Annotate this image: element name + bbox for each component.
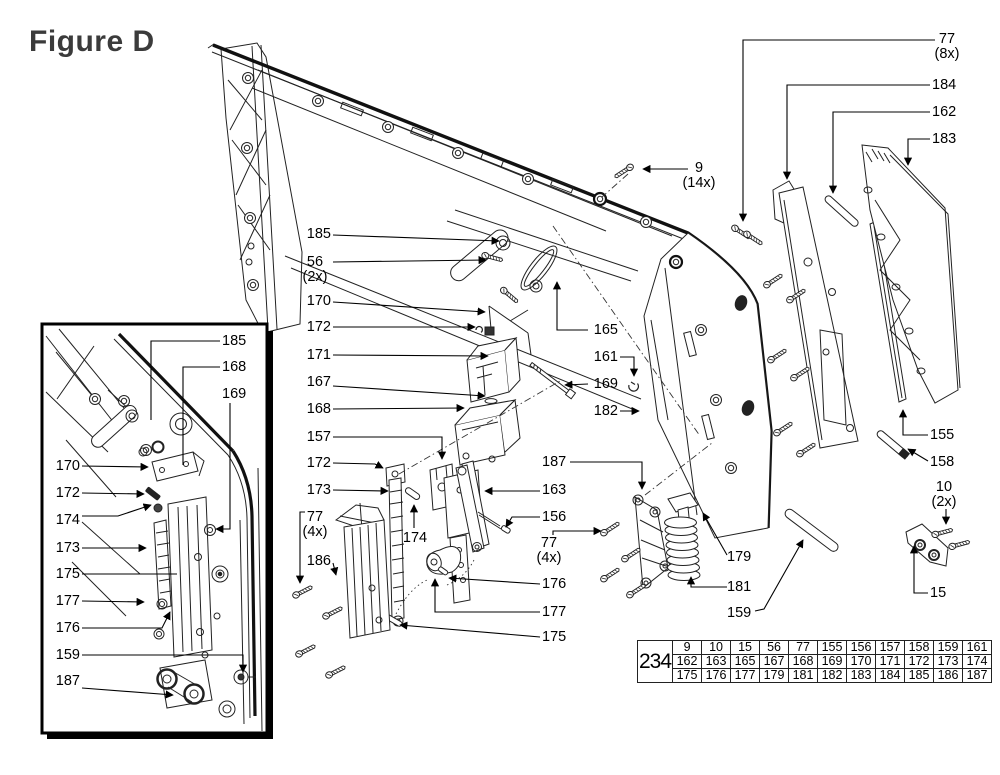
wire-170-part: [475, 305, 532, 356]
callout-182: 182: [593, 403, 618, 419]
construction-lines: [393, 173, 713, 619]
callout-171: 171: [306, 347, 331, 363]
inset-box: [40, 322, 273, 739]
callout-77-8x: 77(8x): [934, 31, 960, 62]
rod-162-part: [824, 195, 859, 227]
callout-172a: 172: [306, 319, 331, 335]
inset-callout-175: 175: [55, 566, 80, 582]
callout-159: 159: [727, 605, 752, 621]
callout-168: 168: [306, 401, 331, 417]
callout-172b: 172: [306, 455, 331, 471]
callout-161: 161: [593, 349, 618, 365]
callout-169: 169: [593, 376, 618, 392]
screw-56b: [498, 285, 521, 305]
callout-155: 155: [930, 427, 955, 443]
inset-callout-177: 177: [55, 593, 80, 609]
inset-callout-169: 169: [222, 386, 247, 402]
callout-162: 162: [932, 104, 957, 120]
callout-177: 177: [542, 604, 567, 620]
callout-163: 163: [542, 482, 567, 498]
callout-184: 184: [932, 77, 957, 93]
callout-15: 15: [930, 585, 947, 601]
callout-185: 185: [306, 226, 331, 242]
screw-10a: [930, 526, 954, 539]
figure-number-cell: 234: [636, 640, 674, 683]
callout-183: 183: [932, 131, 957, 147]
callout-56-2x: 56(2x): [302, 254, 328, 285]
pin-158-part: [876, 430, 911, 460]
link-163-part: [455, 460, 490, 553]
fence-end-panel-part: [643, 232, 772, 539]
fence-assembly: [207, 42, 773, 539]
bolt-169-part: [529, 361, 577, 400]
pin-176-part: [437, 566, 449, 576]
bracket-15-part: [905, 523, 949, 567]
middle-parts: [334, 229, 839, 639]
leader-lines: [81, 39, 951, 699]
callout-77-4x-right: 77(4x): [536, 535, 562, 566]
inset-callout-172: 172: [55, 485, 80, 501]
callout-158: 158: [930, 454, 955, 470]
inset-callout-187: 187: [55, 673, 80, 689]
inset-callout-173: 173: [55, 540, 80, 556]
inset-callout-159: 159: [55, 647, 80, 663]
rod-159-part: [784, 508, 839, 552]
panel-183-part: [861, 144, 961, 404]
figure-title: Figure D: [29, 25, 155, 58]
strap-173-part: [385, 463, 406, 627]
callout-10-2x: 10(2x): [931, 479, 957, 510]
callout-181: 181: [727, 579, 752, 595]
callout-175: 175: [542, 629, 567, 645]
callout-170: 170: [306, 293, 331, 309]
callout-156: 156: [542, 509, 567, 525]
left-post-part: [220, 42, 303, 334]
callout-186: 186: [306, 553, 331, 569]
screw-10b: [947, 538, 971, 551]
pin-174-part: [404, 487, 421, 500]
callout-165: 165: [593, 322, 618, 338]
ring-165-part: [520, 245, 558, 291]
callout-167: 167: [306, 374, 331, 390]
clip-161-part: [628, 381, 639, 392]
panel-184-part: [772, 180, 859, 449]
ladder-187-part: [632, 494, 671, 589]
callout-179: 179: [727, 549, 752, 565]
callout-174: 174: [402, 530, 428, 546]
spring-181-part: [664, 516, 701, 581]
callout-187: 187: [542, 454, 567, 470]
bracket-186-part: [334, 502, 391, 639]
block-171-part: [466, 336, 521, 403]
callout-9-14x: 9(14x): [682, 160, 716, 191]
callout-157: 157: [306, 429, 331, 445]
callout-176: 176: [542, 576, 567, 592]
inset-callout-174: 174: [55, 512, 80, 528]
callout-173: 173: [306, 482, 331, 498]
bracket-168-part: [454, 398, 521, 466]
inset-callout-170: 170: [55, 458, 80, 474]
right-panels: [772, 144, 961, 567]
inset-callout-176: 176: [55, 620, 80, 636]
callout-77-4x-left: 77(4x): [302, 509, 328, 540]
inset-callout-168: 168: [222, 359, 247, 375]
inset-callout-185: 185: [222, 333, 247, 349]
